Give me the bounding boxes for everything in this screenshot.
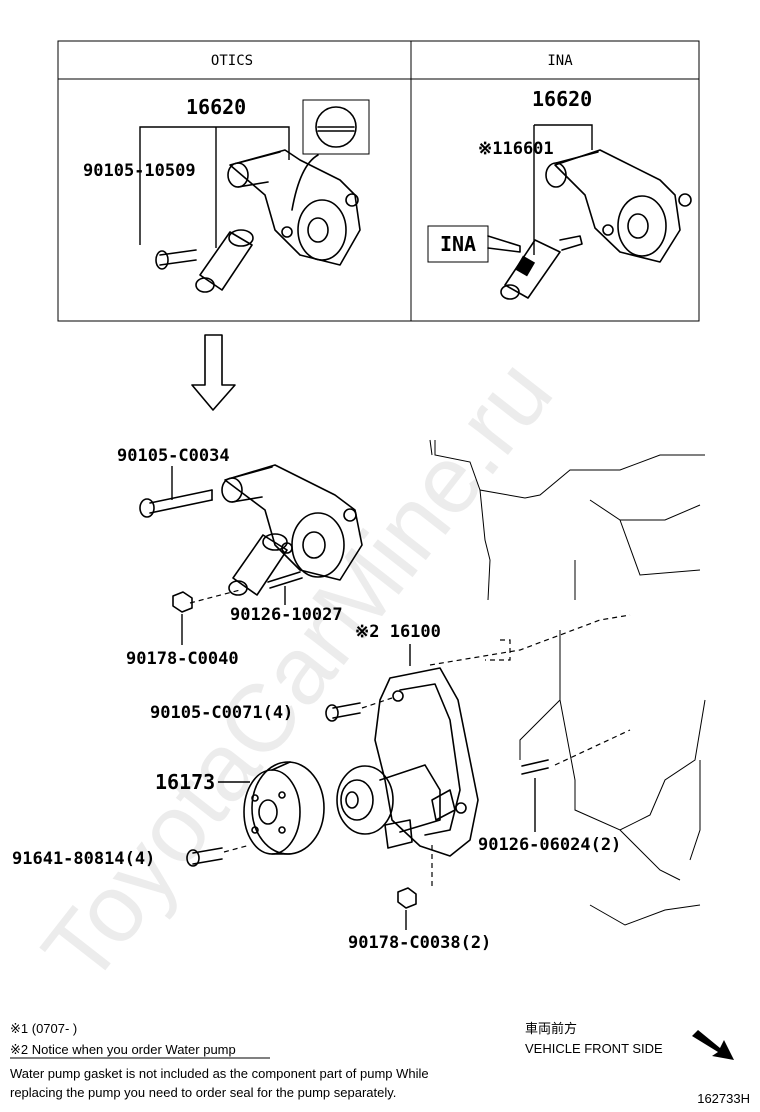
note-3: Water pump gasket is not included as the…: [10, 1066, 429, 1081]
water-pump-drawing: ※2 16100: [336, 622, 479, 857]
label-16100: ※2 16100: [355, 622, 441, 642]
label-90105-C0034: 90105-C0034: [117, 446, 230, 466]
label-16173: 16173: [155, 770, 215, 794]
note-2: ※2 Notice when you order Water pump: [10, 1042, 236, 1057]
ina-tag: INA: [440, 232, 476, 256]
variant-table: OTICS INA: [57, 40, 700, 322]
nut-bottom-drawing: 90178-C0038(2): [348, 845, 491, 953]
label-90105-10509: 90105-10509: [83, 161, 196, 181]
nut-top-drawing: 90178-C0040: [126, 591, 239, 669]
header-ina: INA: [547, 53, 573, 69]
pulley-drawing: 16173: [155, 761, 325, 855]
figure-id: 162733H: [697, 1091, 750, 1106]
label-16620-otics: 16620: [186, 95, 246, 119]
tensioner-assembly-drawing: 90126-10027: [189, 464, 363, 625]
vehicle-front-en: VEHICLE FRONT SIDE: [525, 1041, 663, 1056]
engine-block-outline: [429, 439, 706, 926]
long-bolt-drawing: 90105-C0034: [117, 446, 230, 518]
label-90126-10027: 90126-10027: [230, 605, 343, 625]
label-16620-ina: 16620: [532, 87, 592, 111]
footnotes: ※1 (0707- ) ※2 Notice when you order Wat…: [10, 1021, 429, 1100]
otics-tensioner-drawing: 16620 90105-10509: [83, 95, 370, 293]
label-90105-C0071: 90105-C0071(4): [150, 703, 293, 723]
block-stud-drawing: 90126-06024(2): [478, 759, 621, 855]
pump-bolt-drawing: 90105-C0071(4): [150, 697, 393, 723]
header-otics: OTICS: [211, 53, 253, 69]
label-90178-C0038: 90178-C0038(2): [348, 933, 491, 953]
label-90178-C0040: 90178-C0040: [126, 649, 239, 669]
vehicle-front-jp: 車両前方: [525, 1021, 577, 1036]
ina-tensioner-drawing: 16620 ※116601 INA: [427, 87, 692, 300]
pulley-bolt-drawing: 91641-80814(4): [12, 844, 251, 869]
label-91641-80814: 91641-80814(4): [12, 849, 155, 869]
note-4: replacing the pump you need to order sea…: [10, 1085, 396, 1100]
label-90126-06024: 90126-06024(2): [478, 835, 621, 855]
arrow-down-right-icon: [692, 1030, 734, 1060]
watermark: ToyotaCarMine.ru: [22, 340, 573, 1003]
note-1: ※1 (0707- ): [10, 1021, 77, 1036]
label-16601: ※116601: [478, 139, 554, 159]
vehicle-front-indicator: 車両前方 VEHICLE FRONT SIDE: [525, 1021, 734, 1060]
arrow-down-icon: [191, 334, 236, 411]
